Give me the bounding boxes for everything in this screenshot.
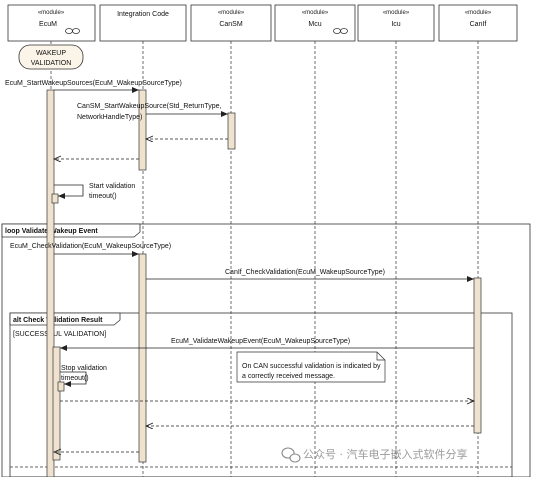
- wechat-icon: [281, 447, 301, 463]
- stereotype-label: «module»: [38, 10, 65, 16]
- state-label-line2: VALIDATION: [31, 60, 72, 67]
- message-label: EcuM_CheckValidation(EcuM_WakeupSourceTy…: [10, 243, 171, 250]
- message-label-line2: timeout(): [89, 193, 117, 200]
- note-line2: a correctly received message.: [242, 373, 335, 380]
- lifeline-header-icu: «module» Icu: [357, 4, 435, 42]
- message-stop-validation-timeout: Stop validation timeout(): [60, 365, 107, 387]
- message-ecum-checkvalidation: EcuM_CheckValidation(EcuM_WakeupSourceTy…: [10, 243, 171, 257]
- message-ecum-startwakeupsources: EcuM_StartWakeupSources(EcuM_WakeupSourc…: [5, 80, 182, 93]
- message-start-validation-timeout: Start validation timeout(): [54, 183, 135, 200]
- message-label-line1: Stop validation: [61, 365, 107, 372]
- activation-ecum: [46, 89, 55, 477]
- activation-ecum-self-1: [51, 193, 59, 204]
- activation-cansm: [227, 112, 236, 150]
- message-label: EcuM_ValidateWakeupEvent(EcuM_WakeupSour…: [171, 338, 350, 345]
- alt-frame-label: alt Check Validation Result: [13, 317, 103, 324]
- loop-frame: loop Validate Wakeup Event: [1, 223, 531, 477]
- watermark-text: 公众号 · 汽车电子嵌入式软件分享: [303, 447, 468, 461]
- message-label: EcuM_StartWakeupSources(EcuM_WakeupSourc…: [5, 80, 182, 87]
- activation-ecum-nested: [52, 346, 61, 461]
- activation-integration-code-1: [138, 89, 147, 171]
- activation-integration-code-2: [138, 253, 147, 463]
- lifeline-header-ecum: «module» EcuM: [7, 4, 96, 42]
- message-ecum-validatewakeupevent: EcuM_ValidateWakeupEvent(EcuM_WakeupSour…: [60, 338, 474, 351]
- message-label-line1: CanSM_StartWakeupSource(Std_ReturnType,: [77, 103, 222, 110]
- lifeline-name: CanSM: [219, 21, 243, 28]
- alt-guard-label: [SUCCESSFUL VALIDATION]: [13, 331, 106, 338]
- lifeline-header-integration-code: Integration Code: [99, 4, 187, 42]
- state-label-line1: WAKEUP: [36, 50, 66, 57]
- module-symbol-icon: [65, 28, 80, 34]
- message-label-line2: timeout(): [61, 375, 89, 382]
- alt-frame: alt Check Validation Result [SUCCESSFUL …: [9, 312, 513, 477]
- stereotype-label: «module»: [302, 10, 329, 16]
- activation-ecum-self-2: [57, 381, 65, 392]
- message-label-line1: Start validation: [89, 183, 135, 190]
- lifeline-name: CanIf: [470, 21, 487, 28]
- lifeline-name: Icu: [391, 21, 400, 28]
- lifeline-header-cansm: «module» CanSM: [190, 4, 272, 42]
- lifeline-header-mcu: «module» Mcu: [274, 4, 356, 42]
- stereotype-label: «module»: [218, 10, 245, 16]
- stereotype-label: «module»: [465, 10, 492, 16]
- lifeline-header-canif: «module» CanIf: [438, 4, 518, 42]
- lifeline-name: Mcu: [308, 21, 321, 28]
- message-label-line2: NetworkHandleType): [77, 114, 142, 121]
- watermark: 公众号 · 汽车电子嵌入式软件分享: [281, 447, 468, 463]
- message-cansm-startwakeupsource: CanSM_StartWakeupSource(Std_ReturnType, …: [77, 103, 228, 121]
- lifeline-name: EcuM: [39, 21, 57, 28]
- lifeline-name: Integration Code: [117, 11, 169, 18]
- message-canif-checkvalidation: CanIf_CheckValidation(EcuM_WakeupSourceT…: [146, 269, 474, 282]
- stereotype-label: «module»: [383, 10, 410, 16]
- state-wakeup-validation: WAKEUP VALIDATION: [18, 44, 84, 70]
- module-symbol-icon: [333, 28, 348, 34]
- message-label: CanIf_CheckValidation(EcuM_WakeupSourceT…: [225, 269, 385, 276]
- activation-canif: [473, 277, 482, 434]
- note-line1: On CAN successful validation is indicate…: [242, 363, 381, 370]
- note-can-validation: On CAN successful validation is indicate…: [236, 351, 386, 383]
